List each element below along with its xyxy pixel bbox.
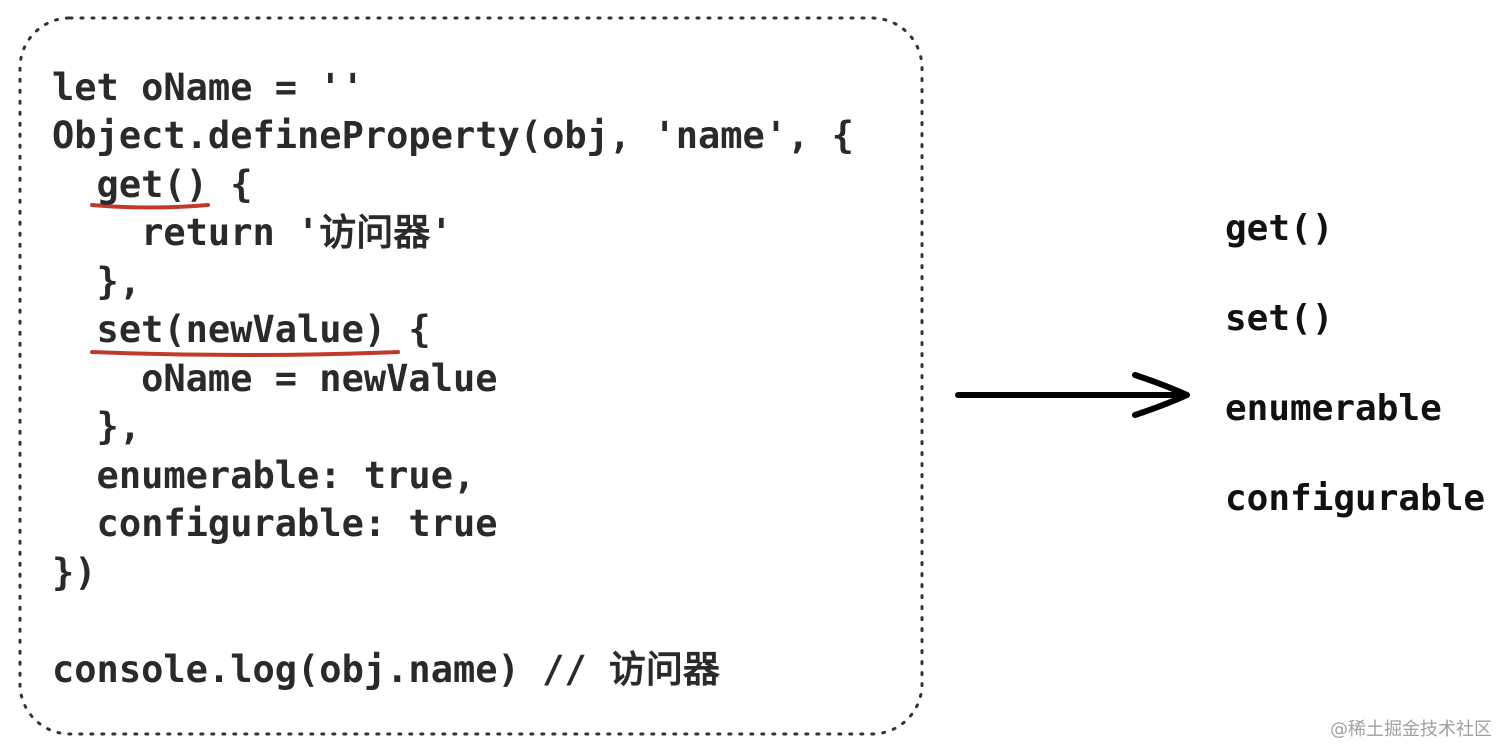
code-line-get: get() { — [52, 163, 253, 206]
code-line: }, — [52, 405, 142, 448]
code-line-console: console.log(obj.name) // 访问器 — [52, 648, 720, 691]
property-get: get() — [1225, 208, 1334, 249]
get-underline — [90, 203, 210, 210]
property-configurable: configurable — [1225, 478, 1486, 519]
code-line-set: set(newValue) { — [52, 308, 431, 351]
property-enumerable: enumerable — [1225, 388, 1442, 429]
code-line: Object.defineProperty(obj, 'name', { — [52, 114, 854, 157]
right-arrow-icon — [955, 372, 1190, 418]
code-line: }) — [52, 551, 97, 594]
watermark: @稀土掘金技术社区 — [1330, 719, 1492, 740]
code-line: return '访问器' — [52, 211, 453, 254]
code-line: let oName = '' — [52, 66, 364, 109]
code-line: enumerable: true, — [52, 454, 476, 497]
set-underline — [90, 350, 400, 357]
property-set: set() — [1225, 298, 1334, 339]
code-line: configurable: true — [52, 502, 498, 545]
code-box-border — [18, 16, 924, 736]
code-line: oName = newValue — [52, 357, 498, 400]
code-line: }, — [52, 260, 142, 303]
